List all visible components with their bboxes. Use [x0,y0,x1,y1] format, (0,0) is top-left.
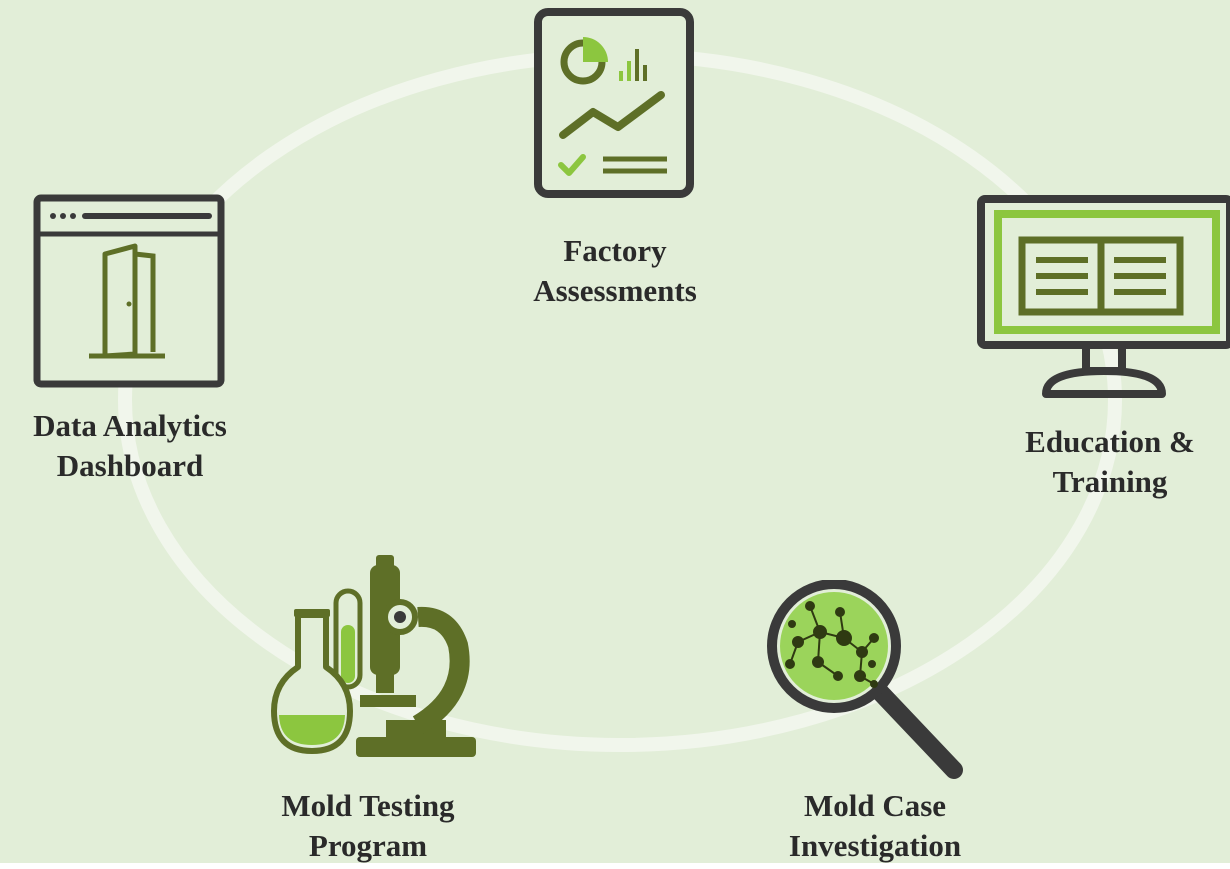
label-line: Training [1052,464,1168,500]
report-chart-icon [534,8,694,198]
lab-microscope-icon [271,555,476,757]
label-line: Mold Case [803,788,947,823]
label-line: Investigation [788,828,962,863]
label-line: Education & [1025,424,1195,459]
label-factory-assessments: Factory Assessments [465,231,765,312]
label-data-analytics-dashboard: Data Analytics Dashboard [0,406,280,487]
label-line: Dashboard [56,448,204,484]
label-line: Assessments [533,273,697,309]
label-mold-testing-program: Mold Testing Program [218,786,518,863]
label-education-training: Education & Training [960,422,1230,503]
label-line: Data Analytics [33,408,227,443]
label-line: Factory [563,233,667,268]
browser-door-icon [33,194,225,388]
magnifying-glass-icon [767,580,963,779]
monitor-book-icon [977,195,1230,398]
label-line: Mold Testing [281,788,455,823]
label-mold-case-investigation: Mold Case Investigation [725,786,1025,863]
label-line: Program [308,828,428,863]
